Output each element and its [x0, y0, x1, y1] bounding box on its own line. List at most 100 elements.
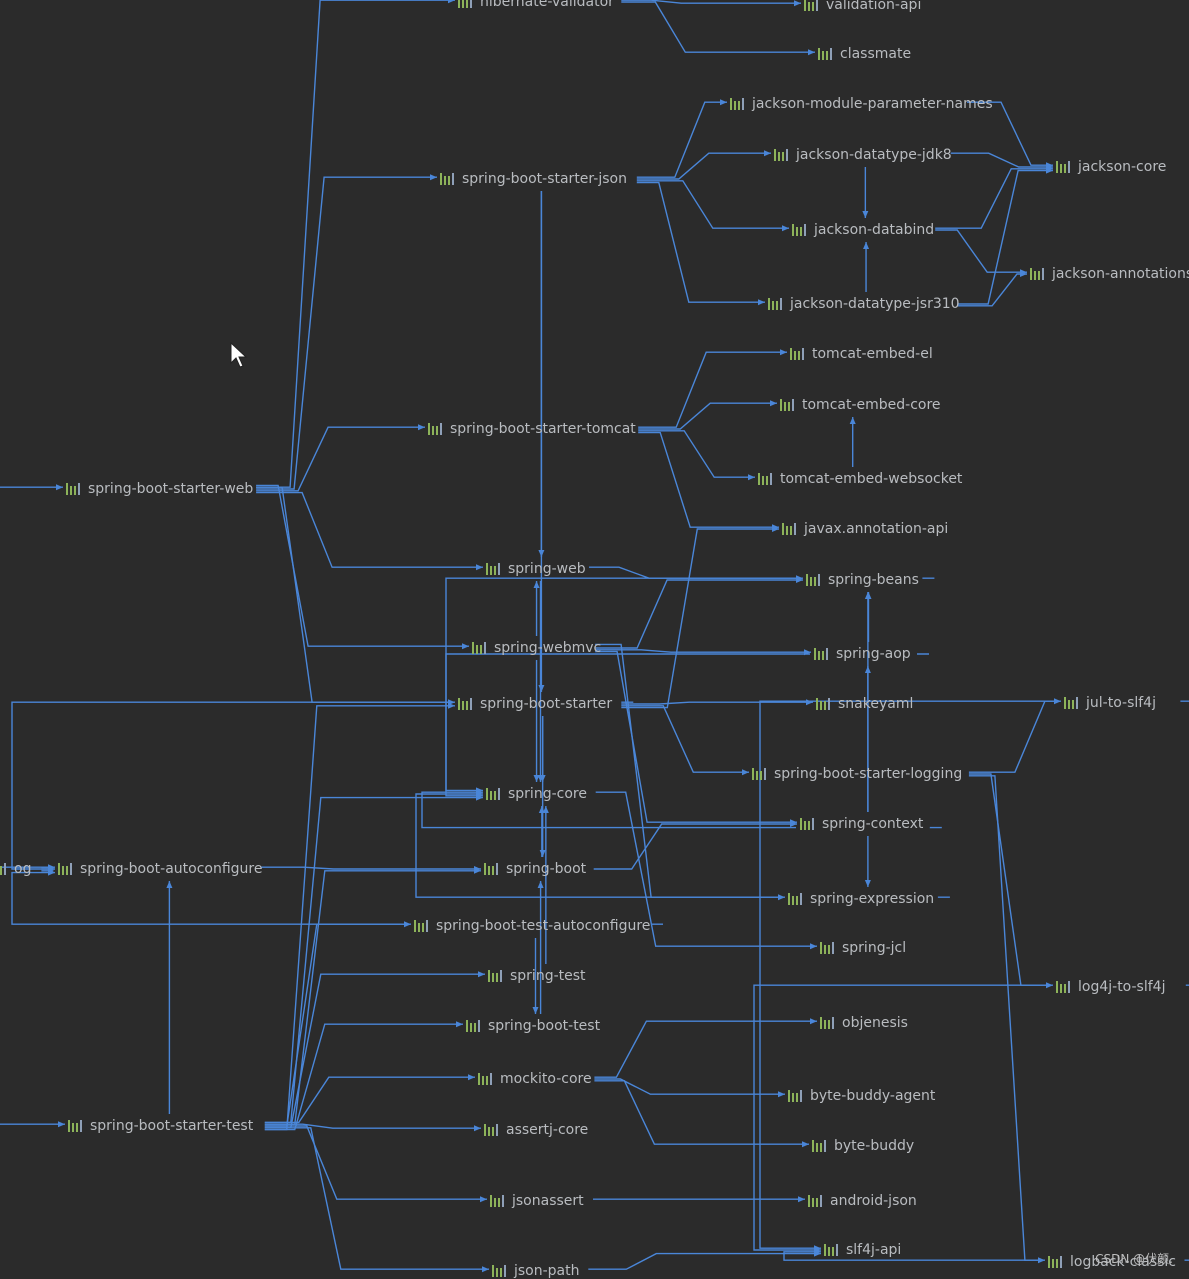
maven-library-icon — [780, 399, 798, 411]
node-tc-el[interactable]: tomcat-embed-el — [790, 346, 933, 362]
edge-starter-tomcat-to-tc-core — [638, 400, 777, 430]
node-autoconf[interactable]: spring-boot-autoconfigure — [58, 861, 262, 877]
maven-library-icon — [816, 698, 834, 710]
edge-beans-to-core — [445, 577, 935, 796]
node-core[interactable]: spring-core — [486, 786, 587, 802]
edge-test-autoconf-to-autoconf — [11, 873, 663, 925]
node-tc-ws[interactable]: tomcat-embed-websocket — [758, 471, 962, 487]
maven-library-icon — [486, 788, 504, 800]
edge-jsonpath-to-slf4j-api — [588, 1250, 821, 1270]
maven-library-icon — [812, 1140, 830, 1152]
node-slf4j-api[interactable]: slf4j-api — [824, 1242, 901, 1258]
node-label: jackson-datatype-jdk8 — [796, 147, 952, 163]
node-jd-jdk8[interactable]: jackson-datatype-jdk8 — [774, 147, 952, 163]
maven-library-icon — [414, 920, 432, 932]
edge-core-to-jcl — [595, 791, 817, 950]
edge-expression-to-core — [415, 794, 950, 898]
maven-library-icon — [804, 0, 822, 11]
node-bb-agent[interactable]: byte-buddy-agent — [788, 1088, 935, 1104]
node-label: logback-classic — [1070, 1254, 1177, 1270]
node-tc-core[interactable]: tomcat-embed-core — [780, 397, 941, 413]
edge-starter-test-to-jsonpath — [264, 1127, 489, 1273]
edge-starter-json-to-jdatabind — [636, 180, 789, 232]
node-classmate[interactable]: classmate — [818, 46, 911, 62]
edge-web-to-webmvc — [256, 484, 469, 650]
node-boot[interactable]: spring-boot — [484, 861, 586, 877]
node-jsonassert[interactable]: jsonassert — [490, 1193, 584, 1209]
node-log4j-slf4j[interactable]: log4j-to-slf4j — [1056, 979, 1165, 995]
node-beans[interactable]: spring-beans — [806, 572, 919, 588]
node-jdatabind[interactable]: jackson-databind — [792, 222, 934, 238]
node-boot-starter[interactable]: spring-boot-starter — [458, 696, 612, 712]
edge-mockito-to-bb-agent — [594, 1078, 785, 1098]
node-objenesis[interactable]: objenesis — [820, 1015, 908, 1031]
node-webmvc[interactable]: spring-webmvc — [472, 640, 601, 656]
node-test-autoconf[interactable]: spring-boot-test-autoconfigure — [414, 918, 650, 934]
maven-library-icon — [758, 473, 776, 485]
node-jcl[interactable]: spring-jcl — [820, 940, 906, 956]
edge-logging-to-log4j-slf4j — [968, 773, 1053, 989]
node-label: classmate — [840, 46, 912, 62]
node-aop[interactable]: spring-aop — [814, 646, 911, 662]
node-bytebuddy[interactable]: byte-buddy — [812, 1138, 914, 1154]
node-label: validation-api — [826, 0, 922, 13]
node-label: spring-test — [510, 968, 586, 984]
node-jd-jsr310[interactable]: jackson-datatype-jsr310 — [768, 296, 960, 312]
edge-webmvc-to-beans — [595, 577, 803, 649]
node-jsonpath[interactable]: json-path — [492, 1263, 580, 1279]
node-jackson-core[interactable]: jackson-core — [1056, 159, 1166, 175]
node-jm-param[interactable]: jackson-module-parameter-names — [730, 96, 993, 112]
node-javax-ann[interactable]: javax.annotation-api — [782, 521, 948, 537]
edge-log4j-slf4j-to-slf4j-api — [753, 984, 1189, 1250]
node-label: byte-buddy-agent — [810, 1088, 936, 1104]
node-hibernate[interactable]: hibernate-validator — [458, 0, 614, 10]
node-snakeyaml[interactable]: snakeyaml — [816, 696, 913, 712]
maven-library-icon — [818, 48, 836, 60]
edge-web-to-boot-starter — [256, 486, 455, 706]
maven-library-icon — [1064, 697, 1082, 709]
node-label: spring-boot-test — [488, 1018, 601, 1034]
edge-starter-test-to-jsonassert — [264, 1125, 487, 1203]
edge-jdatabind-to-jackson-core — [935, 165, 1053, 229]
node-label: spring-boot-test-autoconfigure — [436, 918, 651, 934]
node-mockito[interactable]: mockito-core — [478, 1071, 592, 1087]
node-label: spring-boot-starter — [480, 696, 613, 712]
node-starter-json[interactable]: spring-boot-starter-json — [440, 171, 627, 187]
node-spring-test[interactable]: spring-test — [488, 968, 586, 984]
maven-library-icon — [458, 0, 476, 8]
node-validation[interactable]: validation-api — [804, 0, 921, 13]
maven-library-icon — [788, 893, 806, 905]
edge-autoconf-to-boot — [261, 866, 481, 872]
node-root[interactable]: og — [0, 861, 31, 877]
edge-webmvc-to-aop — [595, 649, 811, 656]
node-spring-web[interactable]: spring-web — [486, 561, 586, 577]
node-logback[interactable]: logback-classic — [1048, 1254, 1176, 1270]
node-label: hibernate-validator — [480, 0, 614, 10]
edge-boot-starter-to-autoconf — [11, 701, 634, 869]
node-starter-test[interactable]: spring-boot-starter-test — [68, 1118, 253, 1134]
maven-library-icon — [478, 1073, 496, 1085]
node-android-json[interactable]: android-json — [808, 1193, 917, 1209]
edge-spring-web-to-beans — [589, 566, 803, 582]
node-boot-test[interactable]: spring-boot-test — [466, 1018, 600, 1034]
maven-library-icon — [440, 173, 458, 185]
edge-starter-tomcat-to-javax-ann — [638, 431, 779, 531]
node-web[interactable]: spring-boot-starter-web — [66, 481, 253, 497]
edge-starter-tomcat-to-tc-ws — [638, 430, 755, 481]
node-assertj[interactable]: assertj-core — [484, 1122, 588, 1138]
maven-library-icon — [820, 942, 838, 954]
node-label: spring-expression — [810, 891, 935, 907]
node-label: spring-webmvc — [494, 640, 602, 656]
node-context[interactable]: spring-context — [800, 816, 923, 832]
node-label: spring-boot-starter-json — [462, 171, 627, 187]
node-expression[interactable]: spring-expression — [788, 891, 934, 907]
node-jackson-ann[interactable]: jackson-annotations — [1030, 266, 1189, 282]
edge-jd-jsr310-to-jackson-ann — [958, 271, 1027, 307]
node-starter-tomcat[interactable]: spring-boot-starter-tomcat — [428, 421, 636, 437]
node-jul-slf4j[interactable]: jul-to-slf4j — [1064, 695, 1156, 711]
edge-starter-json-to-jd-jsr310 — [636, 181, 765, 306]
edge-starter-test-to-boot — [264, 867, 481, 1125]
node-logging[interactable]: spring-boot-starter-logging — [752, 766, 962, 782]
